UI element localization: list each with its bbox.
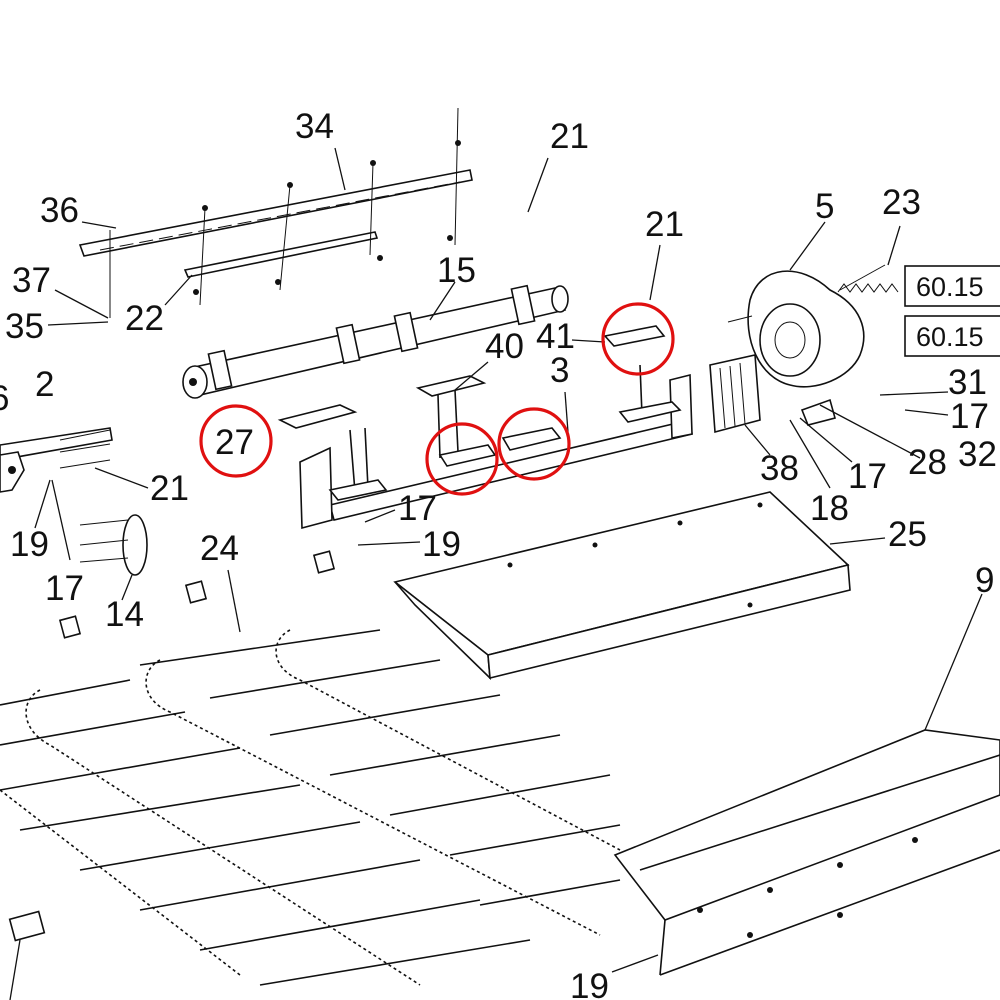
reference-box-1-text: 60.15 — [916, 272, 984, 302]
callout-labels: 34 21 36 5 23 21 15 37 22 35 41 40 3 6 2… — [0, 107, 997, 1000]
callout-28: 28 — [908, 443, 947, 482]
callout-18: 18 — [810, 489, 849, 528]
callout-2: 2 — [35, 365, 54, 404]
callout-40: 40 — [485, 327, 524, 366]
callout-21-right: 21 — [645, 205, 684, 244]
callout-36: 36 — [40, 191, 79, 230]
callout-23: 23 — [882, 183, 921, 222]
callout-14: 14 — [105, 595, 144, 634]
conveyor-housing — [613, 729, 1000, 976]
callout-35: 35 — [5, 307, 44, 346]
callout-41: 41 — [536, 317, 575, 356]
leader-lines — [9, 147, 983, 1000]
callout-32: 32 — [958, 435, 997, 474]
callout-17-mid: 17 — [848, 457, 887, 496]
rail-bolts — [193, 107, 461, 306]
friction-pack — [709, 354, 761, 434]
callout-21-left: 21 — [150, 469, 189, 508]
callout-17-right: 17 — [950, 397, 989, 436]
callout-27: 27 — [215, 423, 254, 462]
callout-19-left: 19 — [10, 525, 49, 564]
callout-6-partial: 6 — [0, 379, 9, 418]
callout-15: 15 — [437, 251, 476, 290]
highlight-rings — [199, 302, 675, 496]
callout-17-left: 17 — [45, 569, 84, 608]
callout-24: 24 — [200, 529, 239, 568]
left-shaft — [0, 427, 113, 493]
highlight-ring-41 — [601, 302, 675, 376]
callout-5: 5 — [815, 187, 834, 226]
callout-19-center: 19 — [422, 525, 461, 564]
hardware-parts — [8, 550, 336, 942]
chain-conveyor — [0, 629, 621, 986]
callout-3: 3 — [550, 351, 569, 390]
callout-31: 31 — [948, 363, 987, 402]
callout-22: 22 — [125, 299, 164, 338]
mounting-plates — [277, 325, 682, 501]
callout-37: 37 — [12, 261, 51, 300]
callout-21-top: 21 — [550, 117, 589, 156]
drive-shaft — [182, 284, 569, 399]
reference-box-2-text: 60.15 — [916, 322, 984, 352]
reference-boxes: 60.15 60.15 — [904, 265, 1000, 357]
bracket — [79, 514, 148, 576]
cone-part — [800, 398, 836, 426]
callout-34: 34 — [295, 107, 334, 146]
spring — [837, 283, 899, 293]
callout-25: 25 — [888, 515, 927, 554]
deflector-plate — [393, 491, 851, 681]
callout-38: 38 — [760, 449, 799, 488]
callout-9: 9 — [975, 561, 994, 600]
top-rail — [78, 169, 473, 318]
callout-19-bottom: 19 — [570, 967, 609, 1000]
gearbox — [727, 264, 886, 388]
reference-box-2 — [904, 315, 1000, 357]
highlight-ring-plate-a — [425, 422, 499, 496]
callout-17-center: 17 — [398, 489, 437, 528]
reference-box-1 — [904, 265, 1000, 307]
highlight-ring-27 — [199, 404, 273, 478]
highlight-ring-plate-b — [497, 407, 571, 481]
